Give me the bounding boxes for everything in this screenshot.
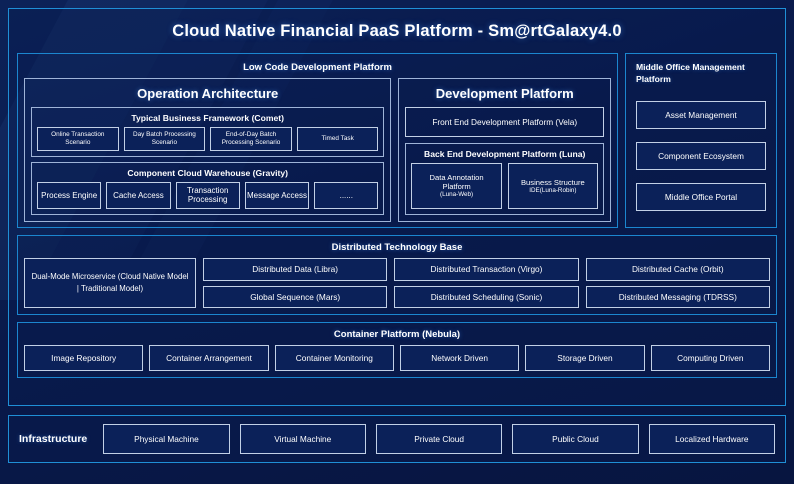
page-title: Cloud Native Financial PaaS Platform - S… [172, 22, 622, 40]
node-dual-mode-microservice[interactable]: Dual-Mode Microservice (Cloud Native Mod… [24, 258, 196, 308]
node-data-annotation-platform-sublabel: (Luna-Web) [440, 191, 474, 199]
distributed-column-3: Distributed Cache (Orbit) Distributed Me… [585, 258, 770, 308]
node-business-structure-label: Business Structure [520, 177, 585, 187]
node-front-end-development-platform[interactable]: Front End Development Platform (Vela) [405, 107, 604, 137]
low-code-development-platform-panel: Low Code Development Platform Operation … [17, 53, 618, 228]
operation-architecture-panel: Operation Architecture Typical Business … [24, 78, 392, 223]
node-online-transaction-scenario[interactable]: Online Transaction Scenario [37, 127, 119, 151]
node-container-arrangement[interactable]: Container Arrangement [149, 345, 269, 371]
node-storage-driven[interactable]: Storage Driven [525, 345, 645, 371]
typical-business-framework-group: Typical Business Framework (Comet) Onlin… [31, 107, 385, 157]
distributed-technology-base-panel: Distributed Technology Base Dual-Mode Mi… [17, 235, 777, 315]
infrastructure-row: Physical Machine Virtual Machine Private… [103, 424, 775, 454]
back-end-development-platform-group: Back End Development Platform (Luna) Dat… [405, 143, 604, 216]
infrastructure-label: Infrastructure [19, 433, 88, 445]
node-asset-management[interactable]: Asset Management [636, 101, 766, 130]
node-distributed-transaction-virgo[interactable]: Distributed Transaction (Virgo) [394, 258, 579, 281]
container-platform-heading: Container Platform (Nebula) [333, 329, 461, 340]
node-business-structure-sublabel: IDE(Luna-Robin) [529, 186, 577, 194]
middle-office-title: Middle Office Management Platform [636, 62, 745, 84]
node-global-sequence-mars[interactable]: Global Sequence (Mars) [203, 285, 388, 308]
node-timed-task[interactable]: Timed Task [296, 127, 379, 151]
node-message-access[interactable]: Message Access [244, 181, 310, 210]
node-data-annotation-platform[interactable]: Data Annotation Platform (Luna-Web) [411, 163, 502, 210]
node-process-engine[interactable]: Process Engine [37, 181, 102, 210]
middle-office-management-platform-panel: Middle Office Management Platform Asset … [625, 53, 777, 228]
node-cache-access[interactable]: Cache Access [106, 181, 171, 210]
node-data-annotation-platform-label: Data Annotation Platform [429, 172, 484, 192]
node-public-cloud[interactable]: Public Cloud [512, 424, 639, 454]
distributed-technology-base-heading: Distributed Technology Base [331, 242, 463, 253]
component-cloud-warehouse-group: Component Cloud Warehouse (Gravity) Proc… [31, 161, 385, 216]
node-end-of-day-batch-processing-scenario[interactable]: End-of-Day Batch Processing Scenario [210, 127, 292, 151]
node-virtual-machine[interactable]: Virtual Machine [239, 424, 366, 454]
distributed-column-2: Distributed Transaction (Virgo) Distribu… [394, 258, 579, 308]
node-distributed-cache-orbit[interactable]: Distributed Cache (Orbit) [585, 258, 770, 281]
development-platform-panel: Development Platform Front End Developme… [398, 78, 611, 223]
middle-office-item-list: Asset Management Component Ecosystem Mid… [636, 95, 766, 217]
distributed-technology-base-body: Dual-Mode Microservice (Cloud Native Mod… [24, 258, 770, 308]
node-distributed-scheduling-sonic[interactable]: Distributed Scheduling (Sonic) [394, 285, 579, 308]
node-physical-machine[interactable]: Physical Machine [103, 424, 230, 454]
node-day-batch-processing-scenario[interactable]: Day Batch Processing Scenario [123, 127, 206, 151]
infrastructure-panel: Infrastructure Physical Machine Virtual … [8, 415, 786, 463]
component-cloud-warehouse-row: Process Engine Cache Access Transaction … [37, 181, 379, 210]
node-component-ecosystem[interactable]: Component Ecosystem [636, 142, 766, 171]
node-container-monitoring[interactable]: Container Monitoring [274, 345, 394, 371]
container-platform-panel: Container Platform (Nebula) Image Reposi… [17, 322, 777, 378]
low-code-platform-heading: Low Code Development Platform [243, 62, 392, 73]
typical-business-framework-title: Typical Business Framework (Comet) [131, 113, 285, 123]
container-platform-row: Image Repository Container Arrangement C… [24, 345, 770, 371]
node-localized-hardware[interactable]: Localized Hardware [648, 424, 775, 454]
node-network-driven[interactable]: Network Driven [399, 345, 520, 371]
node-business-structure-ide[interactable]: Business Structure IDE(Luna-Robin) [507, 163, 598, 210]
node-middle-office-portal[interactable]: Middle Office Portal [636, 182, 766, 211]
development-platform-title: Development Platform [435, 86, 574, 101]
back-end-development-platform-title: Back End Development Platform (Luna) [424, 149, 586, 159]
platform-card: Cloud Native Financial PaaS Platform - S… [8, 8, 786, 406]
low-code-columns: Operation Architecture Typical Business … [24, 78, 611, 223]
back-end-node-row: Data Annotation Platform (Luna-Web) Busi… [411, 163, 598, 210]
operation-architecture-title: Operation Architecture [137, 86, 279, 101]
distributed-column-1: Distributed Data (Libra) Global Sequence… [203, 258, 388, 308]
node-computing-driven[interactable]: Computing Driven [650, 345, 770, 371]
node-image-repository[interactable]: Image Repository [24, 345, 144, 371]
node-distributed-data-libra[interactable]: Distributed Data (Libra) [203, 258, 388, 281]
node-more-ellipsis[interactable]: ...... [314, 181, 379, 210]
node-private-cloud[interactable]: Private Cloud [375, 424, 503, 454]
top-region: Low Code Development Platform Operation … [17, 53, 777, 228]
typical-business-framework-row: Online Transaction Scenario Day Batch Pr… [37, 127, 379, 151]
node-distributed-messaging-tdrss[interactable]: Distributed Messaging (TDRSS) [585, 285, 770, 308]
node-transaction-processing[interactable]: Transaction Processing [175, 181, 240, 210]
component-cloud-warehouse-title: Component Cloud Warehouse (Gravity) [127, 167, 289, 178]
